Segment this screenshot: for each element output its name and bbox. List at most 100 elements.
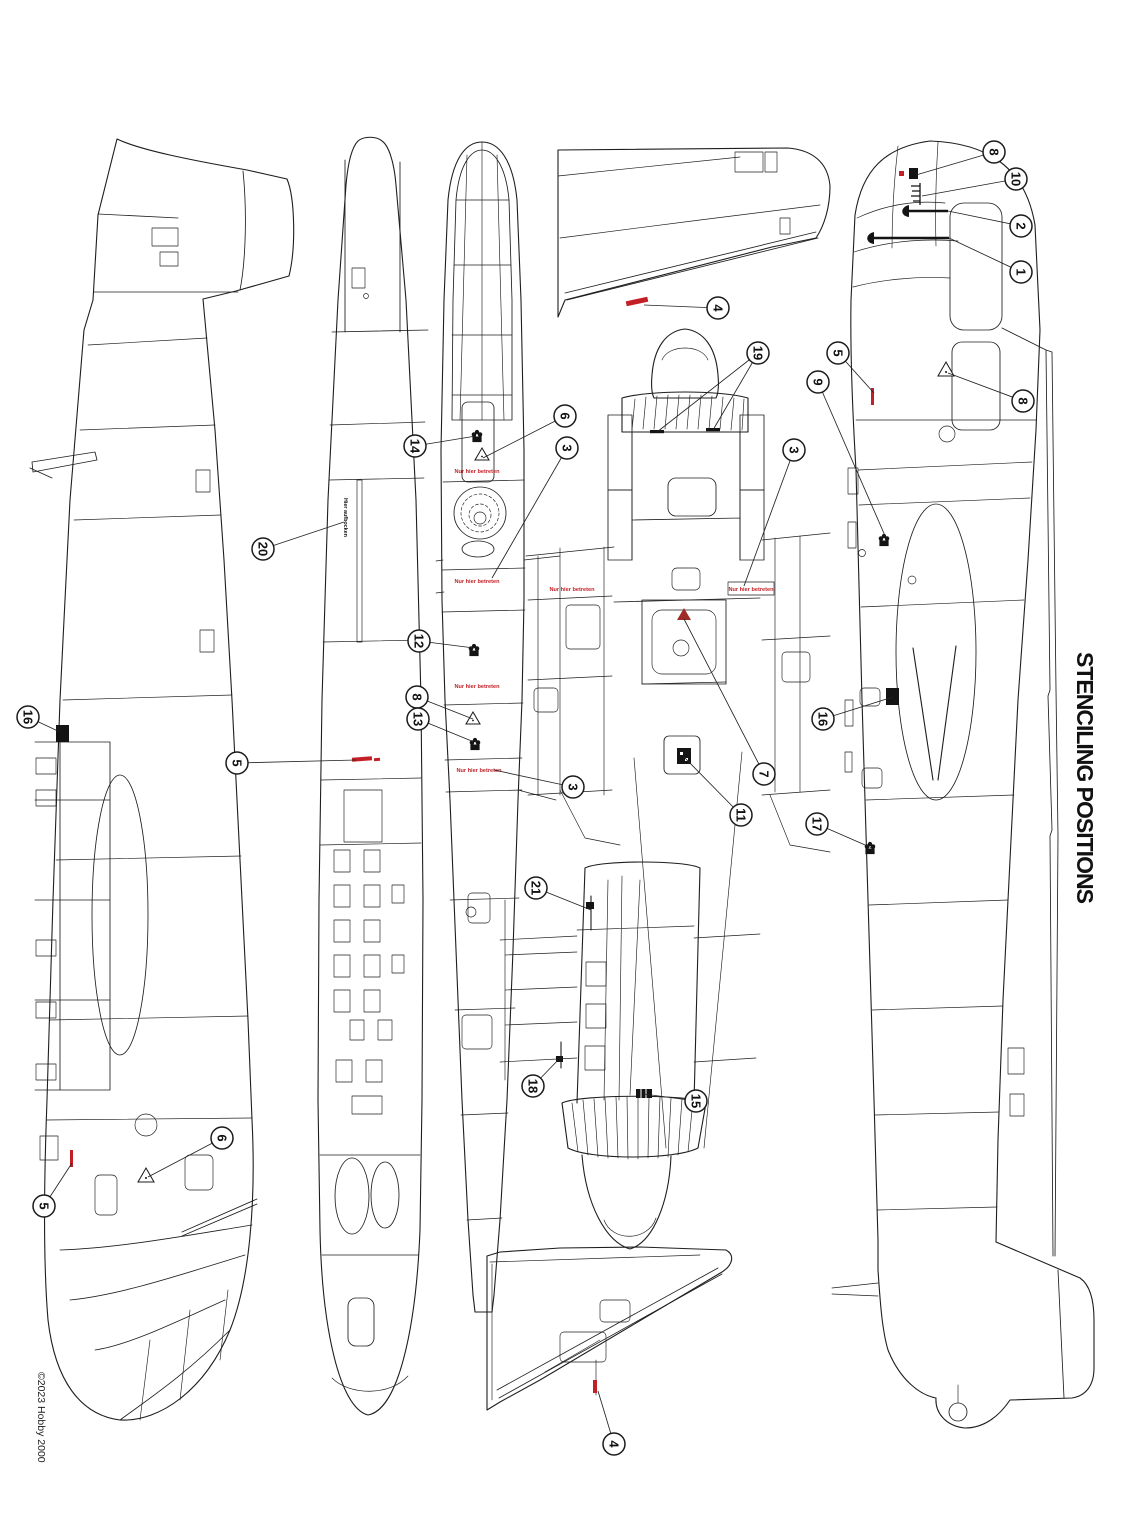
callout-number: 3: [560, 444, 575, 451]
callout-circle: [16, 705, 40, 729]
callout-circle: [555, 436, 579, 460]
callout-circle: [1009, 214, 1033, 238]
callout-circle: [805, 812, 829, 836]
callout-7: 7: [752, 762, 776, 786]
callout-leader-line: [915, 151, 995, 176]
callout-leader-line: [743, 449, 795, 587]
warning-triangle-icon: [937, 360, 955, 377]
callout-circle: [982, 140, 1006, 164]
callout-number: 20: [256, 542, 271, 556]
nacelle-top-view: [525, 328, 831, 1149]
callout-leader-line: [491, 447, 568, 579]
callout-number: 2: [1014, 222, 1029, 229]
callout-circle: [406, 707, 430, 731]
first-aid-hatch-icon: [468, 643, 480, 657]
callout-21: 21: [524, 876, 548, 900]
callout-circle: [407, 629, 431, 653]
callout-circle: [251, 537, 275, 561]
callout-6: 6: [210, 1126, 234, 1150]
comb-stencil-icon: [911, 183, 921, 205]
callout-leader-line: [683, 618, 765, 775]
red-stencil-mark: [871, 388, 874, 405]
callout-number: 12: [412, 634, 427, 648]
callouts: 8102185931617165620514128136331971142118…: [16, 140, 1035, 1456]
callout-3: 3: [555, 436, 579, 460]
callout-3: 3: [561, 775, 585, 799]
callout-circle: [746, 341, 770, 365]
callout-circle: [521, 1074, 545, 1098]
callout-13: 13: [406, 707, 430, 731]
callout-leader-line: [147, 1137, 223, 1178]
callout-circle: [706, 296, 730, 320]
callout-number: 5: [230, 759, 245, 766]
callout-circle: [553, 404, 577, 428]
callout-14: 14: [403, 434, 427, 458]
callout-number: 21: [529, 881, 544, 895]
red-stencil-marks: [70, 171, 904, 1393]
callout-5: 5: [826, 341, 850, 365]
callout-number: 3: [566, 783, 581, 790]
black-stencil-text: Hier aufbocken: [342, 498, 348, 537]
callout-10: 10: [1004, 167, 1028, 191]
fuselage-top-view: [435, 141, 561, 1313]
callout-6: 6: [553, 404, 577, 428]
fuel-filler-mark-icon: [909, 168, 918, 179]
callout-circle: [782, 438, 806, 462]
callout-circle: [1009, 260, 1033, 284]
callout-leader-line: [262, 521, 345, 550]
callout-circle: [561, 775, 585, 799]
warning-triangle-icon: [137, 1166, 155, 1183]
callout-leader-line: [822, 696, 894, 720]
nacelle-bottom-view: [499, 861, 761, 1250]
callout-number: 8: [410, 693, 425, 700]
callout-8: 8: [405, 685, 429, 709]
callout-number: 16: [21, 710, 36, 724]
callout-number: 18: [526, 1079, 541, 1093]
callout-leader-line: [493, 769, 574, 788]
callout-circle: [806, 370, 830, 394]
callout-leader-line: [683, 756, 742, 816]
warning-triangle-icon: [474, 446, 490, 461]
callout-8: 8: [1011, 389, 1035, 413]
callout-number: 14: [408, 439, 423, 454]
callout-number: 1: [1014, 268, 1029, 275]
red-stencil-mark: [70, 1150, 73, 1167]
red-stencil-text: Nur hier betreten: [728, 587, 774, 593]
red-stencil-text: Nur hier betreten: [454, 579, 500, 585]
callout-leader-line: [947, 210, 1022, 227]
tailplane-bottom-panel: [486, 1246, 733, 1411]
callout-number: 8: [1016, 397, 1031, 404]
callout-4: 4: [706, 296, 730, 320]
red-stencil-text: Nur hier betreten: [456, 768, 502, 774]
fuel-triangle-icon: [465, 710, 481, 725]
callout-circle: [403, 434, 427, 458]
callout-leader-line: [236, 759, 357, 764]
callout-circle: [684, 1089, 708, 1113]
callout-number: 10: [1009, 172, 1024, 186]
callout-20: 20: [251, 537, 275, 561]
callout-number: 15: [689, 1094, 704, 1108]
red-stencil-mark: [373, 757, 381, 762]
red-stencil-text: Nur hier betreten: [454, 684, 500, 690]
page-title: STENCILING POSITIONS: [1072, 652, 1098, 904]
placard-icon: [886, 688, 899, 705]
placard-icon: [636, 1089, 652, 1098]
copyright: ©2023 Hobby 2000: [35, 1372, 47, 1463]
callout-circle: [1011, 389, 1035, 413]
callout-leader-line: [712, 352, 759, 431]
callout-19: 19: [746, 341, 770, 365]
left-side-view: [29, 138, 295, 1421]
callout-number: 8: [987, 148, 1002, 155]
callout-18: 18: [521, 1074, 545, 1098]
callout-circle: [602, 1432, 626, 1456]
callout-circle: [1004, 167, 1028, 191]
right-side-view: [831, 140, 1095, 1429]
callout-circle: [225, 751, 249, 775]
callout-16: 16: [811, 707, 835, 731]
red-stencil-text: Nur hier betreten: [549, 587, 595, 593]
callout-number: 4: [711, 304, 726, 312]
callout-circle: [524, 876, 548, 900]
callout-2: 2: [1009, 214, 1033, 238]
